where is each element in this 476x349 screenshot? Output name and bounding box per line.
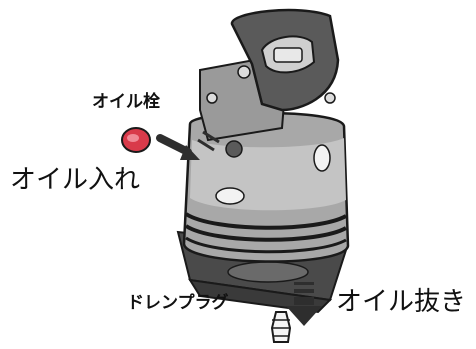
- red-cap-icon: [121, 127, 151, 153]
- oil-drain-label: オイル抜き: [336, 287, 467, 317]
- compressor-body: [182, 111, 350, 263]
- oil-fill-arrow: [156, 130, 220, 160]
- drain-plug-icon: [270, 311, 292, 343]
- drain-plug-label: ドレンプラグ: [127, 293, 229, 313]
- down-arrow-icon: [286, 282, 322, 326]
- oil-fill-label: オイル入れ: [10, 165, 141, 195]
- oil-plug-label: オイル栓: [92, 92, 160, 112]
- compressor-head: [199, 8, 340, 142]
